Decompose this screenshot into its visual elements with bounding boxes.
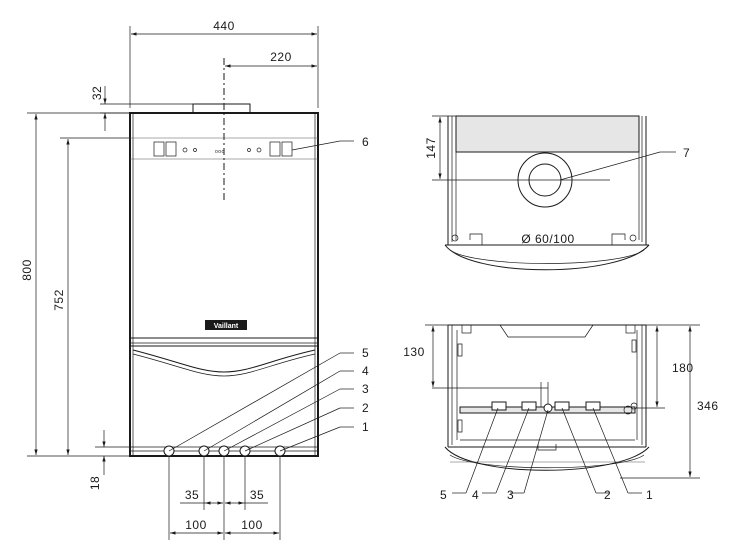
callout-4: 4 [472, 488, 479, 502]
callout-5: 5 [440, 488, 447, 502]
callout-5: 5 [362, 346, 369, 360]
logo-text: Vaillant [214, 323, 239, 330]
callout-3: 3 [507, 488, 514, 502]
flue-stub [192, 103, 251, 114]
dim-right-inner-label: 180 [672, 361, 694, 375]
front-view: Vaillant ooo [20, 19, 369, 540]
dim-bottom-offset-label: 18 [88, 476, 102, 490]
dim-spacing-inner-right: 35 [250, 488, 264, 502]
callout-4: 4 [362, 364, 369, 378]
callout-2: 2 [362, 401, 369, 415]
brand-logo [205, 320, 247, 330]
svg-text:ooo: ooo [215, 149, 225, 155]
connection-1 [585, 401, 601, 411]
back-plate [455, 115, 640, 153]
dim-spacing-outer-left: 100 [185, 518, 207, 532]
callout-2: 2 [604, 488, 611, 502]
connection-5 [491, 401, 507, 411]
callout-1: 1 [646, 488, 653, 502]
callout-6: 6 [362, 135, 369, 149]
dim-width-label: 440 [213, 19, 235, 33]
dim-height-mounting-label: 752 [52, 289, 66, 311]
dim-depth-label: 147 [424, 137, 438, 159]
dim-half-width-label: 220 [270, 50, 292, 64]
callout-1: 1 [362, 420, 369, 434]
boiler-body [129, 112, 319, 457]
callout-7: 7 [683, 146, 690, 160]
mounting-bracket-left [153, 141, 197, 157]
top-view: 7 Ø 60/100 147 [424, 115, 690, 271]
connection-2 [554, 401, 570, 411]
front-curve [444, 244, 650, 271]
mounting-bracket-right [247, 141, 293, 157]
dim-right-outer-label: 346 [697, 399, 719, 413]
callout-3: 3 [362, 382, 369, 396]
dim-height-total-label: 800 [20, 259, 34, 281]
bottom-view: 5 4 3 2 1 130 180 346 [403, 324, 719, 502]
dim-spacing-inner-left: 35 [185, 488, 199, 502]
connection-3 [543, 403, 553, 413]
dim-spacing-outer-right: 100 [241, 518, 263, 532]
connection-4 [521, 401, 537, 411]
front-panel-curve [132, 349, 316, 373]
flue-diameter-label: Ø 60/100 [521, 232, 574, 246]
dim-left-label: 130 [403, 345, 425, 359]
dim-flue-offset-label: 32 [90, 86, 104, 100]
